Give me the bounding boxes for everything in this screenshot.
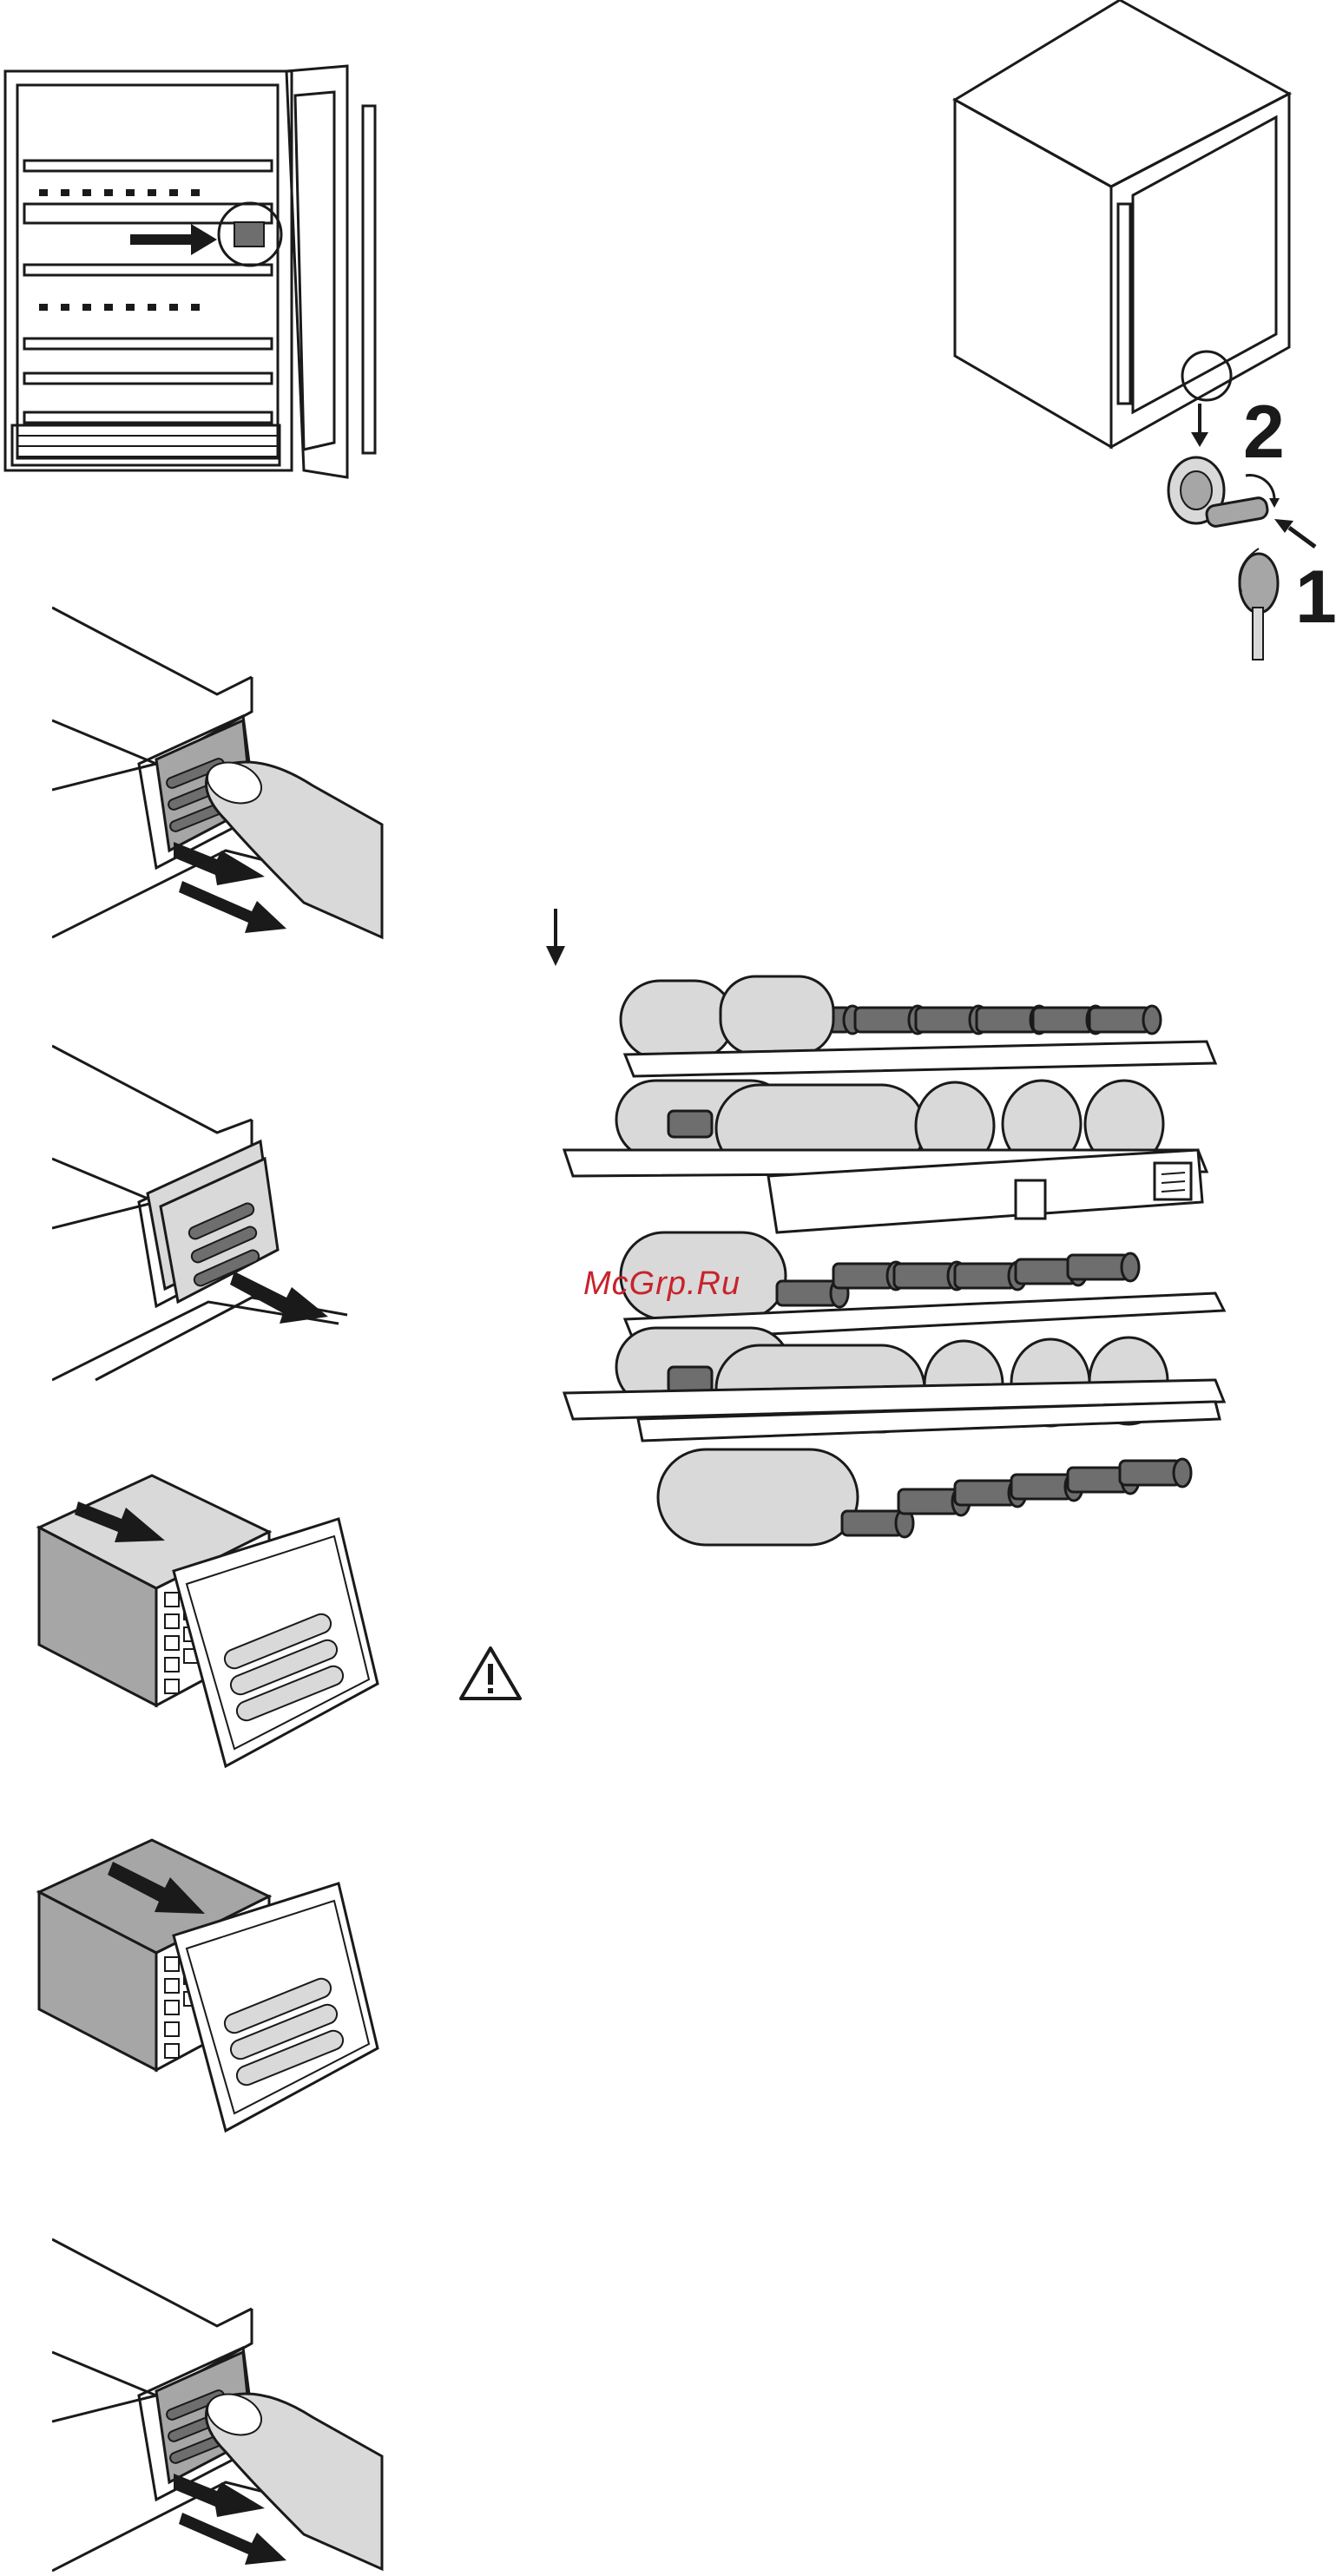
appliance-door-open-figure <box>0 61 391 486</box>
filter-press-final-figure <box>52 2231 391 2576</box>
step-label-2: 2 <box>1243 395 1285 470</box>
warning-triangle-icon <box>458 1645 523 1702</box>
filter-press-figure <box>52 599 391 946</box>
down-arrow-icon <box>543 907 569 968</box>
filter-remove-figure <box>52 1037 356 1384</box>
step-label-1: 1 <box>1295 560 1336 634</box>
cabinet-lock-figure <box>946 0 1336 677</box>
watermark-text: McGrp.Ru <box>583 1265 740 1303</box>
filter-extract-figure <box>35 1471 391 1775</box>
filter-insert-figure <box>35 1836 391 2139</box>
